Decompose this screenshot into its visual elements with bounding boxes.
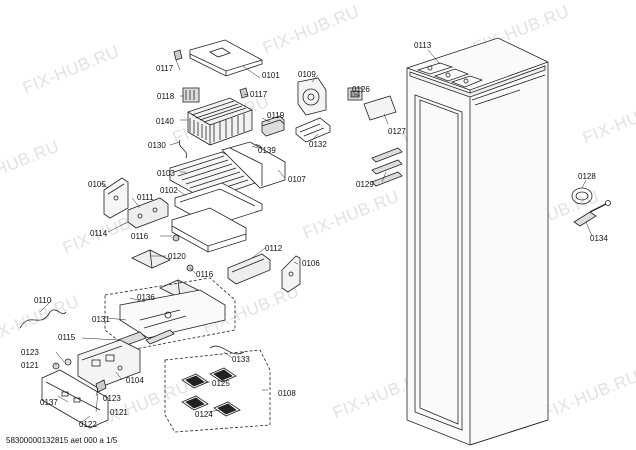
part-0117 — [173, 49, 249, 99]
callout-0103: 0103 — [157, 169, 175, 178]
callout-0136: 0136 — [137, 293, 155, 302]
callout-0115: 0115 — [58, 333, 76, 342]
part-0110 — [19, 309, 67, 329]
part-0124 — [181, 395, 241, 417]
part-0120 — [131, 249, 199, 299]
cabinet-0113 — [406, 37, 549, 446]
callout-0118: 0118 — [157, 92, 175, 101]
callout-0108: 0108 — [278, 389, 296, 398]
callout-0121: 0121 — [110, 408, 128, 417]
callout-0121: 0121 — [21, 361, 39, 370]
callout-0116: 0116 — [131, 232, 149, 241]
callout-0124: 0124 — [195, 410, 213, 419]
callout-0111: 0111 — [137, 193, 154, 202]
part-0140 — [187, 97, 253, 146]
callout-0133: 0133 — [232, 355, 250, 364]
part-0108 — [164, 349, 271, 433]
part-0129 — [371, 147, 403, 187]
callout-0134: 0134 — [590, 234, 608, 243]
callout-0106: 0106 — [302, 259, 320, 268]
callout-0114: 0114 — [90, 229, 108, 238]
callout-0110: 0110 — [34, 296, 52, 305]
callout-0117: 0117 — [156, 64, 174, 73]
part-0101 — [189, 39, 263, 77]
callout-0112: 0112 — [265, 244, 283, 253]
part-0134 — [573, 200, 611, 227]
part-0109 — [297, 77, 327, 116]
callout-0101: 0101 — [262, 71, 280, 80]
part-0137 — [41, 369, 109, 429]
callout-0105: 0105 — [88, 180, 106, 189]
part-0130 — [178, 139, 188, 159]
callout-0131: 0131 — [92, 315, 110, 324]
callout-0119: 0119 — [267, 111, 285, 120]
part-0106 — [281, 255, 301, 293]
callout-0120: 0120 — [168, 252, 186, 261]
part-0111 — [127, 197, 169, 229]
part-0128 — [571, 187, 593, 205]
part-0107 — [221, 141, 286, 189]
part-0136 — [104, 277, 236, 351]
part-0112 — [227, 253, 271, 285]
callout-0113: 0113 — [414, 41, 432, 50]
callout-0126: 0126 — [352, 85, 370, 94]
callout-0125: 0125 — [212, 379, 230, 388]
callout-0139: 0139 — [258, 146, 276, 155]
callout-0117: 0117 — [250, 90, 268, 99]
leader-lines — [39, 49, 593, 423]
callout-0140: 0140 — [156, 117, 174, 126]
part-0133 — [209, 345, 245, 355]
callout-0137: 0137 — [40, 398, 58, 407]
part-0105 — [103, 177, 129, 219]
callout-0130: 0130 — [148, 141, 166, 150]
callout-0116: 0116 — [196, 270, 214, 279]
part-0131 — [119, 289, 226, 339]
callout-0132: 0132 — [309, 140, 327, 149]
callout-0109: 0109 — [298, 70, 316, 79]
callout-0127: 0127 — [388, 127, 406, 136]
part-0126 — [347, 87, 363, 101]
callout-0123: 0123 — [103, 394, 121, 403]
part-0125 — [181, 367, 237, 389]
drawing-reference: 58300000132815 aet 000 a 1/5 — [6, 436, 118, 445]
part-0127 — [363, 95, 397, 121]
part-0114 — [171, 207, 247, 253]
part-0116 — [172, 234, 194, 272]
callout-0102: 0102 — [160, 186, 178, 195]
callout-0122: 0122 — [79, 420, 97, 429]
callout-0128: 0128 — [578, 172, 596, 181]
part-0118 — [182, 87, 200, 103]
callout-0107: 0107 — [288, 175, 306, 184]
callout-0129: 0129 — [356, 180, 374, 189]
callout-0104: 0104 — [126, 376, 144, 385]
part-0132 — [295, 117, 331, 143]
callout-0123: 0123 — [21, 348, 39, 357]
part-0104 — [77, 339, 141, 389]
